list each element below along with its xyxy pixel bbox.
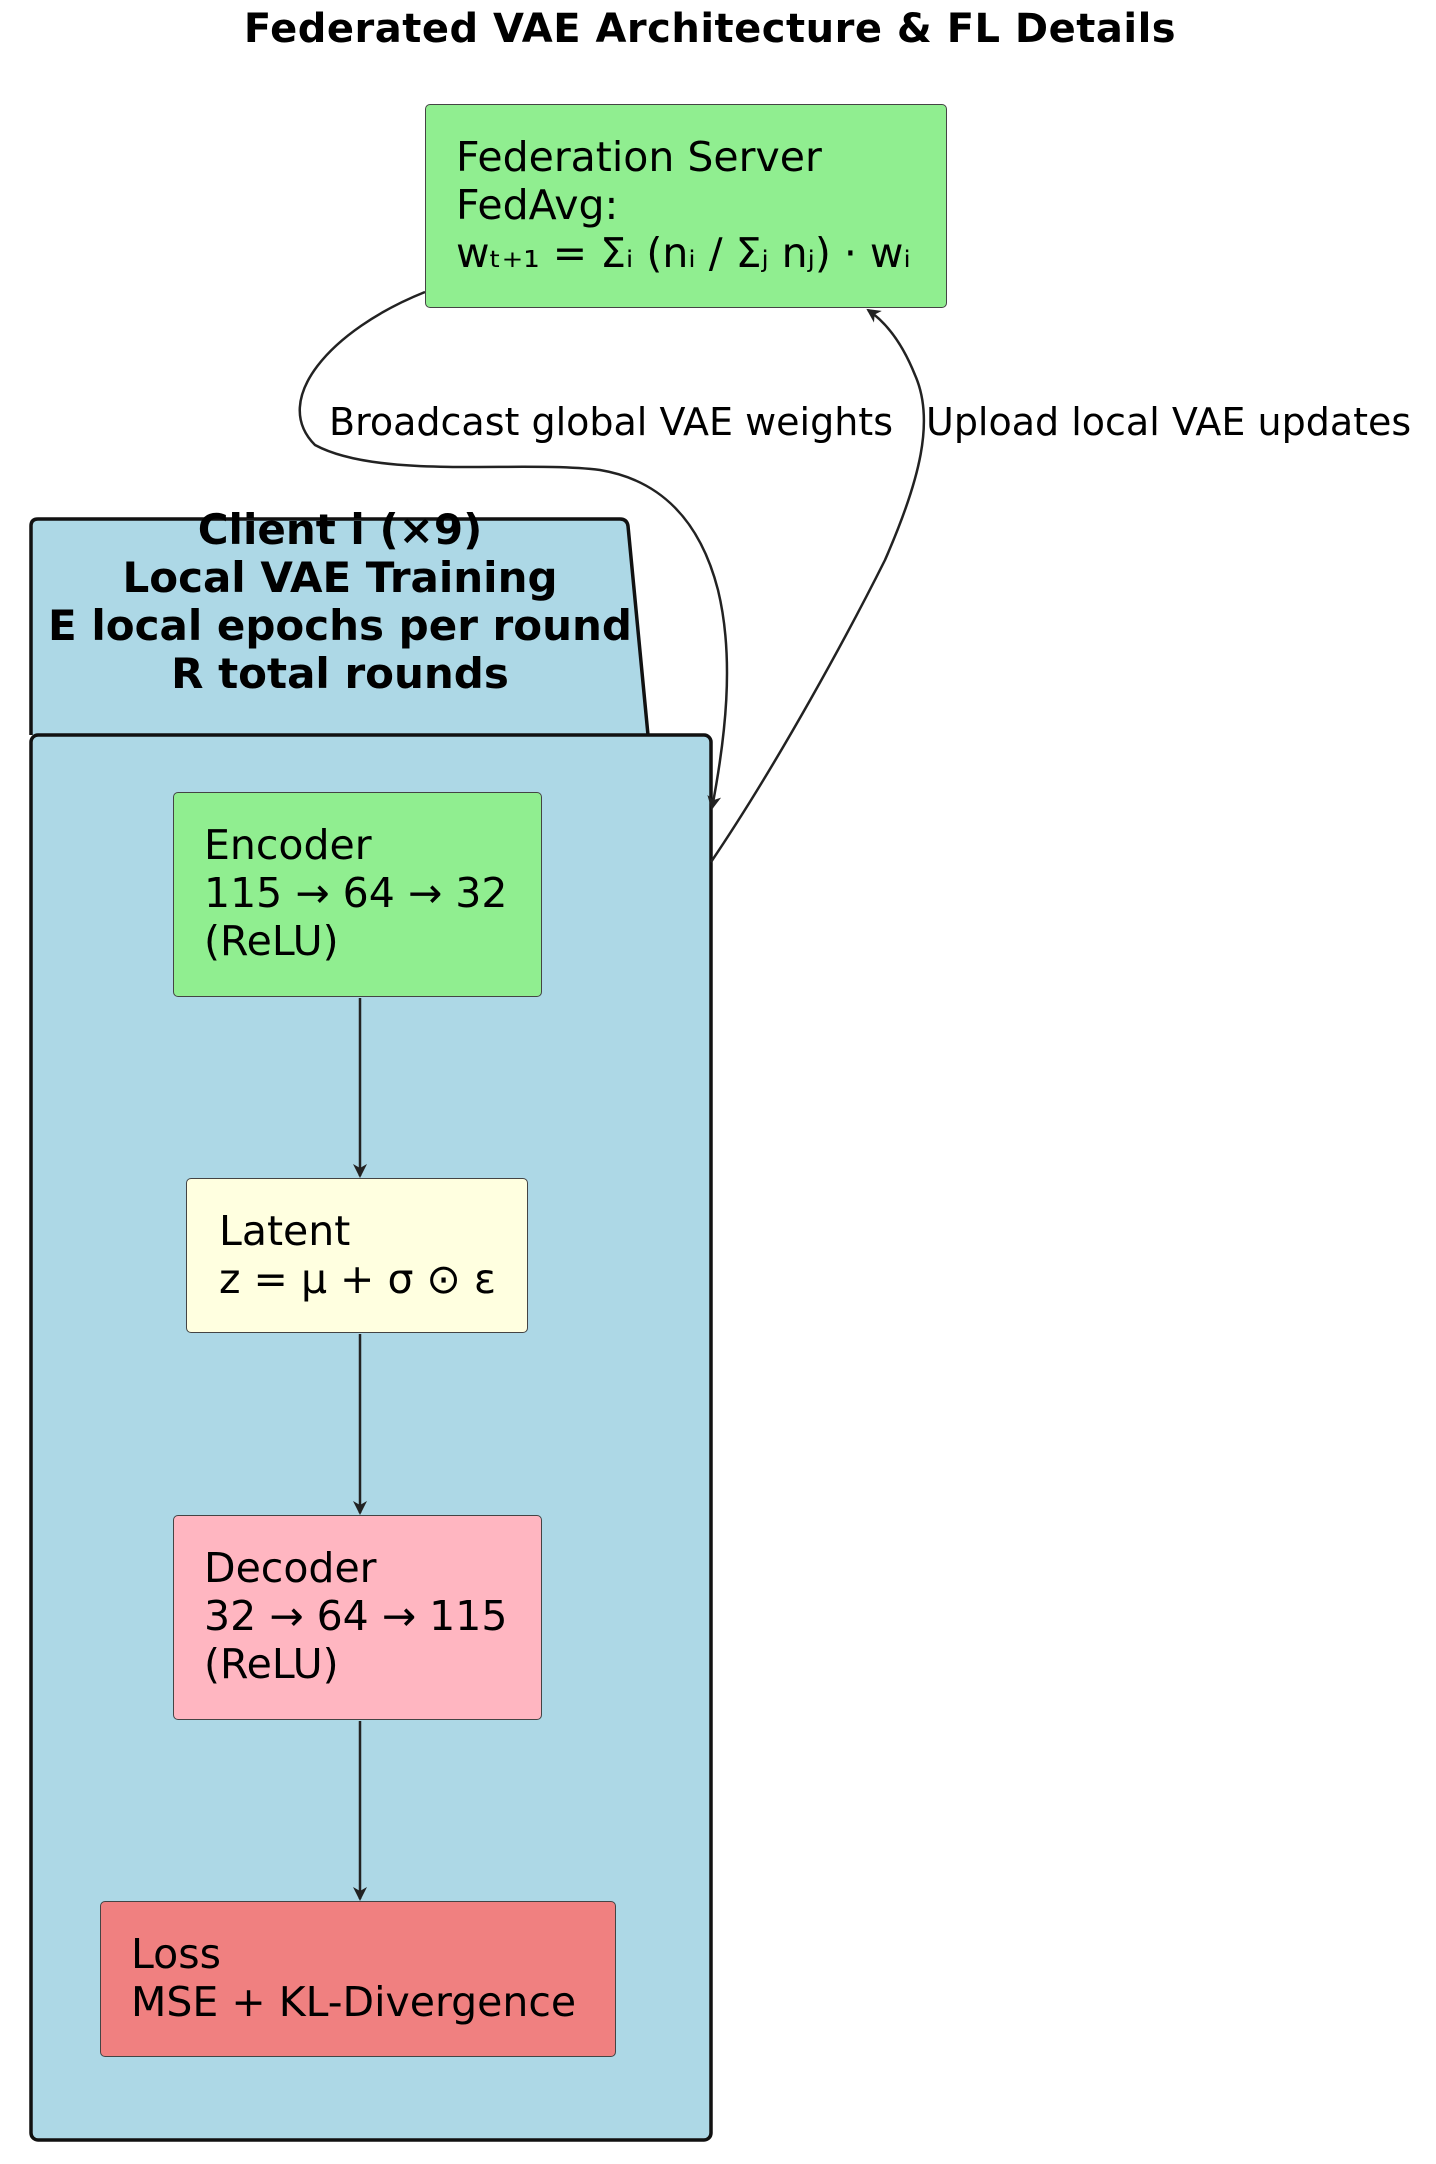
decoder-line: Decoder — [204, 1544, 377, 1592]
encoder-node: Encoder 115 → 64 → 32 (ReLU) — [173, 792, 542, 997]
server-line: wₜ₊₁ = Σᵢ (nᵢ / Σⱼ nⱼ) · wᵢ — [456, 229, 911, 277]
loss-line: Loss — [131, 1930, 221, 1978]
client-header-line: E local epochs per round — [48, 601, 632, 650]
server-line: Federation Server — [456, 133, 822, 181]
broadcast-label: Broadcast global VAE weights — [329, 400, 894, 444]
upload-edge — [709, 308, 926, 863]
broadcast-edge — [298, 290, 729, 810]
loss-node: Loss MSE + KL-Divergence — [100, 1901, 616, 2057]
client-header-line: R total rounds — [171, 649, 509, 698]
diagram-title: Federated VAE Architecture & FL Details — [243, 6, 1177, 52]
latent-node: Latent z = μ + σ ⊙ ε — [186, 1178, 528, 1333]
decoder-line: 32 → 64 → 115 — [204, 1592, 508, 1640]
client-header-line: Local VAE Training — [122, 553, 558, 602]
encoder-line: (ReLU) — [204, 917, 339, 965]
encoder-line: Encoder — [204, 821, 372, 869]
client-package-body — [29, 733, 713, 2142]
federation-server-node: Federation Server FedAvg: wₜ₊₁ = Σᵢ (nᵢ … — [425, 104, 947, 308]
latent-line: Latent — [219, 1207, 351, 1255]
server-line: FedAvg: — [456, 181, 619, 229]
loss-line: MSE + KL-Divergence — [131, 1978, 577, 2026]
client-package-header: Client i (×9) Local VAE Training E local… — [30, 506, 650, 698]
latent-line: z = μ + σ ⊙ ε — [219, 1255, 497, 1303]
decoder-line: (ReLU) — [204, 1640, 339, 1688]
decoder-node: Decoder 32 → 64 → 115 (ReLU) — [173, 1515, 542, 1720]
client-package-tab — [29, 517, 650, 736]
upload-label: Upload local VAE updates — [926, 400, 1412, 444]
encoder-line: 115 → 64 → 32 — [204, 869, 508, 917]
client-header-line: Client i (×9) — [197, 505, 483, 554]
